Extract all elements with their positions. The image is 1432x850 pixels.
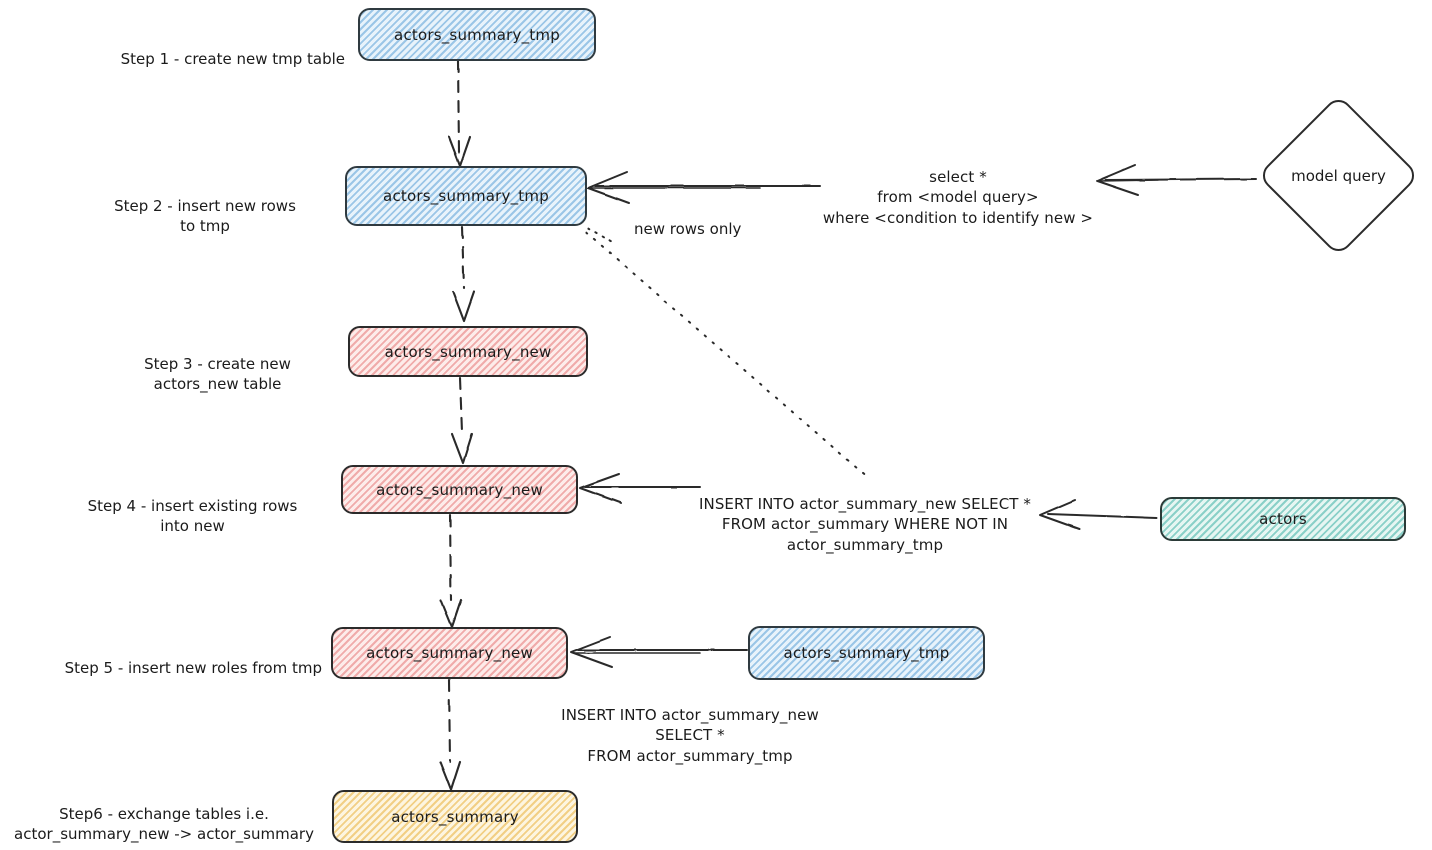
node-label: actors_summary_tmp — [383, 187, 549, 205]
node-label: model query — [1291, 166, 1386, 185]
step2-label-text: Step 2 - insert new rows to tmp — [114, 196, 296, 236]
node-step4-new[interactable]: actors_summary_new — [341, 465, 578, 514]
edge-label-insert-new-roles-sql: INSERT INTO actor_summary_new SELECT * F… — [540, 684, 840, 767]
node-actors[interactable]: actors — [1160, 497, 1406, 541]
edge-label-insert-existing-sql: INSERT INTO actor_summary_new SELECT * F… — [680, 473, 1050, 556]
node-label: actors — [1259, 510, 1307, 528]
insert-existing-sql-text: INSERT INTO actor_summary_new SELECT * F… — [698, 494, 1032, 555]
node-step1-tmp[interactable]: actors_summary_tmp — [358, 8, 596, 61]
step2-label: Step 2 - insert new rows to tmp — [70, 175, 340, 237]
node-model-query[interactable]: model query — [1257, 94, 1420, 257]
edge-step2-to-step3 — [451, 225, 476, 323]
step1-label-text: Step 1 - create new tmp table — [120, 49, 345, 68]
node-label: actors_summary_new — [366, 644, 533, 662]
edge-step5-to-step6 — [438, 678, 462, 792]
edge-label-model-query-sql: select * from <model query> where <condi… — [818, 146, 1098, 229]
edge-step1-to-step2 — [447, 59, 472, 168]
node-step5-new[interactable]: actors_summary_new — [331, 627, 568, 679]
model-query-sql-text: select * from <model query> where <condi… — [822, 167, 1094, 228]
node-step3-new[interactable]: actors_summary_new — [348, 326, 588, 377]
step4-label-text: Step 4 - insert existing rows into new — [87, 496, 298, 536]
edge-step2-dotted-to-step4sql — [585, 227, 867, 477]
new-rows-only-text: new rows only — [634, 219, 742, 238]
node-step2-tmp[interactable]: actors_summary_tmp — [345, 166, 587, 226]
step5-label: Step 5 - insert new roles from tmp — [20, 637, 322, 678]
step6-label-text: Step6 - exchange tables i.e. actor_summa… — [14, 804, 314, 844]
insert-new-roles-sql-text: INSERT INTO actor_summary_new SELECT * F… — [561, 705, 819, 766]
step6-label: Step6 - exchange tables i.e. actor_summa… — [4, 783, 324, 845]
node-label: actors_summary_new — [384, 342, 552, 361]
edge-step5tmp-to-step5box — [570, 636, 748, 668]
node-step5-tmp[interactable]: actors_summary_tmp — [748, 626, 985, 680]
node-label: actors_summary_tmp — [394, 25, 560, 44]
step1-label: Step 1 - create new tmp table — [55, 28, 345, 69]
node-label: actors_summary_tmp — [783, 644, 950, 662]
edge-step4-to-step5 — [439, 513, 463, 629]
edge-step3-to-step4 — [450, 376, 474, 465]
edge-modelquery-to-sql — [1096, 164, 1257, 196]
step3-label-text: Step 3 - create new actors_new table — [144, 354, 291, 394]
node-label: actors_summary — [391, 807, 519, 826]
edge-label-new-rows-only: new rows only — [634, 198, 814, 239]
step3-label: Step 3 - create new actors_new table — [95, 333, 340, 395]
node-actors-summary[interactable]: actors_summary — [332, 790, 578, 843]
edge-actors-to-step4sql — [1039, 499, 1158, 530]
step5-label-text: Step 5 - insert new roles from tmp — [64, 658, 322, 677]
node-label: actors_summary_new — [376, 480, 543, 499]
step4-label: Step 4 - insert existing rows into new — [50, 475, 335, 537]
